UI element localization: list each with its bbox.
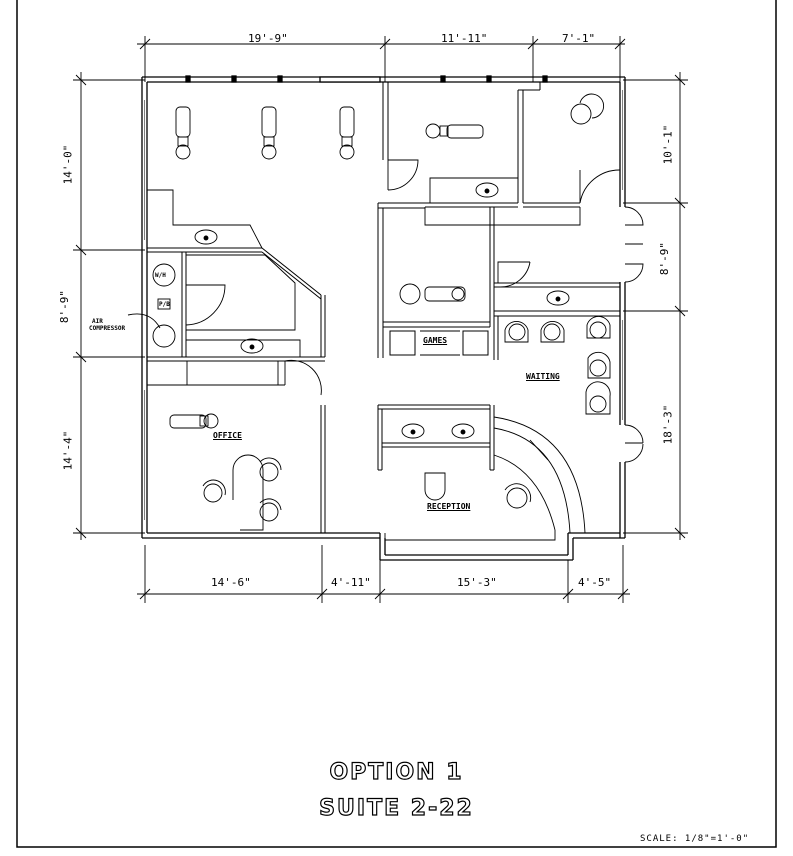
- mechanical-fixtures: [127, 263, 176, 348]
- sinks: [194, 182, 570, 439]
- chairs: [202, 93, 611, 531]
- dim-top-3: 7'-1": [562, 32, 596, 45]
- interior-walls: [147, 82, 620, 533]
- drawing-title-option: OPTION 1: [329, 759, 464, 785]
- dim-right-2: 8'-9": [658, 241, 672, 276]
- dim-right-3: 18'-3": [661, 404, 675, 445]
- air-compressor-label-line2: COMPRESSOR: [89, 325, 126, 332]
- room-label-games: GAMES: [423, 336, 448, 345]
- scale-note: SCALE: 1/8"=1'-0": [640, 834, 750, 844]
- dim-right-1: 10'-1": [661, 124, 675, 165]
- drawing-title-suite: SUITE 2-22: [319, 795, 474, 821]
- doors: [185, 159, 644, 463]
- sheet-border: [16, 0, 777, 848]
- room-label-office: OFFICE: [213, 431, 242, 440]
- dimension-lines: [73, 36, 688, 603]
- panel-label: P/B: [159, 301, 170, 308]
- room-label-reception: RECEPTION: [427, 502, 471, 511]
- dim-bottom-3: 15'-3": [457, 576, 497, 589]
- dim-bottom-1: 14'-6": [211, 576, 251, 589]
- counters: [147, 177, 586, 541]
- dim-left-2: 8'-9": [58, 289, 72, 324]
- dim-bottom-4: 4'-5": [578, 576, 612, 589]
- air-compressor-label-line1: AIR: [92, 318, 103, 325]
- exterior-walls: [141, 75, 626, 561]
- room-label-waiting: WAITING: [526, 372, 560, 381]
- dim-top-2: 11'-11": [441, 32, 488, 45]
- dim-bottom-2: 4'-11": [331, 576, 371, 589]
- dental-chairs: [169, 106, 484, 429]
- dim-left-1: 14'-0": [61, 144, 75, 185]
- dim-left-3: 14'-4": [61, 430, 75, 471]
- water-heater-label: W/H: [155, 272, 166, 279]
- dim-top-1: 19'-9": [248, 32, 288, 45]
